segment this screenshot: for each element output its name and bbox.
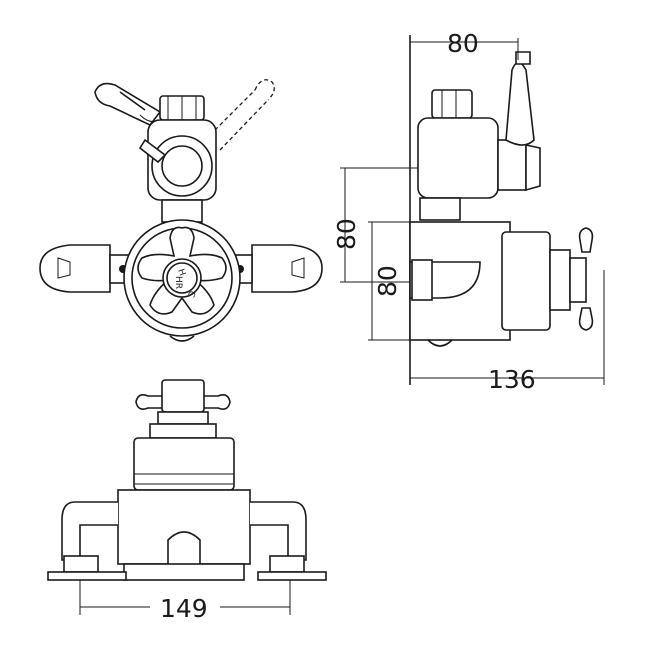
dimension-side-top-width: 80 [447, 29, 479, 58]
dimension-bottom-total-width: 149 [160, 594, 208, 623]
hot-marking: H [175, 268, 187, 278]
cold-marking: C [185, 289, 197, 298]
front-view: H HR C [39, 79, 323, 342]
side-view: 80 80 80 136 [332, 29, 605, 394]
dimension-side-body-height: 80 [373, 265, 402, 297]
dimension-side-upper-height: 80 [332, 218, 361, 250]
bottom-view: 149 [47, 379, 327, 623]
handle-label: HR [173, 276, 183, 289]
dimension-side-total-depth: 136 [488, 365, 536, 394]
